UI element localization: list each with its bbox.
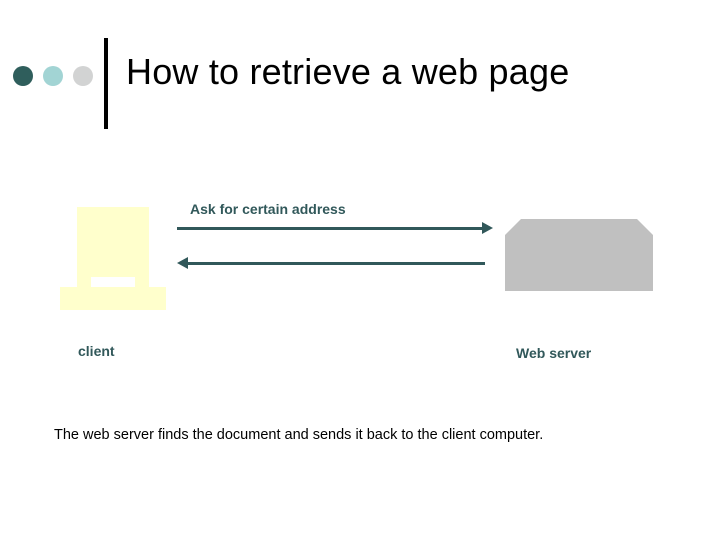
request-arrow-label: Ask for certain address	[190, 201, 346, 217]
title-divider-rule	[104, 38, 108, 129]
request-arrow-head-icon	[482, 222, 493, 234]
client-monitor-screen	[77, 207, 149, 277]
request-arrow-shaft	[177, 227, 485, 230]
web-server-label: Web server	[516, 345, 592, 361]
response-arrow-head-icon	[177, 257, 188, 269]
decoration-dot-gray-icon	[73, 66, 93, 86]
client-monitor-neck-right	[135, 277, 149, 287]
slide-caption: The web server finds the document and se…	[54, 427, 544, 443]
client-computer-graphic	[60, 207, 166, 310]
client-label: client	[78, 343, 115, 359]
client-monitor-base	[60, 287, 166, 310]
response-arrow-shaft	[188, 262, 485, 265]
web-server-graphic	[505, 219, 653, 291]
decoration-dot-teal-icon	[43, 66, 63, 86]
page-title: How to retrieve a web page	[126, 51, 570, 92]
decoration-dot-dark-icon	[13, 66, 33, 86]
client-monitor-neck-left	[77, 277, 91, 287]
